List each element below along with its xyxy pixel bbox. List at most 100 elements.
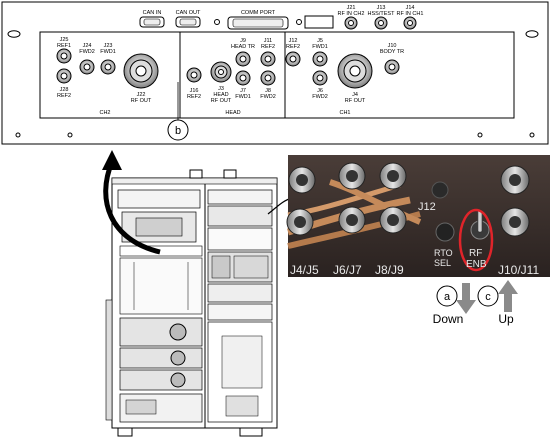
j4-connector	[337, 53, 373, 89]
can-out-label: CAN OUT	[176, 10, 201, 16]
photo-bnc-j4	[288, 166, 316, 194]
j9-label: J9	[240, 38, 246, 44]
photo-bnc-j7	[338, 206, 366, 234]
j23-sub-label: FWD1	[100, 49, 116, 55]
j4-sub-label: RF OUT	[345, 98, 366, 104]
j7-connector	[235, 70, 251, 86]
arrow-up-icon	[498, 280, 518, 312]
j14-label: J14	[406, 5, 415, 11]
j7-sub-label: FWD1	[235, 94, 251, 100]
connector-panel: CAN IN CAN OUT COMM PORT J21 RF IN CH2 J…	[1, 1, 549, 145]
j28-label: J28	[60, 87, 69, 93]
photo-bnc-j10	[500, 165, 530, 195]
photo-label-j10-j11: J10/J11	[498, 263, 539, 277]
rf-panel-photo: J4/J5 J6/J7 J8/J9 J12 RTO SEL RF ENB J10…	[286, 155, 550, 277]
j3-label: J3	[218, 86, 224, 92]
callout-up: c Up	[477, 280, 518, 326]
j25-sub-label: REF1	[57, 43, 71, 49]
j3-sub2-label: RF OUT	[211, 98, 232, 104]
j4-label: J4	[352, 92, 358, 98]
j16-label: J16	[190, 88, 199, 94]
j22-connector	[123, 53, 159, 89]
j24-sub-label: FWD2	[79, 49, 95, 55]
callout-b-circle	[167, 119, 189, 141]
j12-sub-label: REF2	[286, 44, 300, 50]
j6-label: J6	[317, 88, 323, 94]
arrow-down-icon	[456, 283, 476, 314]
j8-label: J8	[265, 88, 271, 94]
j22-sub-label: RF OUT	[131, 98, 152, 104]
section-ch1-label: CH1	[339, 110, 350, 116]
photo-bnc-j11	[500, 207, 530, 237]
j10-sub-label: BODY TR	[380, 49, 404, 55]
comm-port-label: COMM PORT	[241, 10, 276, 16]
photo-label-j12: J12	[418, 201, 436, 213]
j13-label: J13	[377, 5, 386, 11]
j28-sub-label: REF2	[57, 93, 71, 99]
j10-connector	[384, 59, 400, 75]
dsub-connector	[304, 15, 334, 29]
down-label: Down	[433, 312, 464, 326]
j9-connector	[235, 51, 251, 67]
callout-a-circle	[436, 285, 458, 307]
j9-sub-label: HEAD TR	[231, 44, 255, 50]
photo-label-enb: ENB	[466, 259, 487, 270]
photo-label-j6-j7: J6/J7	[333, 263, 362, 277]
j10-label: J10	[388, 43, 397, 49]
j11-sub-label: REF2	[261, 44, 275, 50]
rf-enb-highlight	[458, 208, 494, 272]
cabinet-drawing	[105, 169, 293, 437]
j16-connector	[186, 67, 202, 83]
j5-label: J5	[317, 38, 323, 44]
photo-bnc-j9	[379, 206, 407, 234]
j3-connector	[210, 61, 232, 83]
j12-connector	[285, 51, 301, 67]
callout-c-circle	[477, 285, 499, 307]
callout-c-letter: c	[485, 291, 491, 303]
j25-connector	[56, 48, 72, 64]
j21-connector	[344, 16, 358, 30]
rf-enb-toggle-icon	[470, 209, 490, 240]
photo-bnc-j8	[379, 162, 407, 190]
j5-connector	[312, 51, 328, 67]
photo-label-rf: RF	[469, 248, 482, 259]
j28-connector	[56, 68, 72, 84]
j12-label: J12	[289, 38, 298, 44]
mount-hole	[7, 30, 21, 38]
curved-arrow	[103, 161, 161, 255]
curved-arrow-head	[102, 150, 122, 170]
photo-label-j4-j5: J4/J5	[290, 263, 319, 277]
j21-sub-label: RF IN CH2	[338, 11, 365, 17]
j6-sub-label: FWD2	[312, 94, 328, 100]
j7-label: J7	[240, 88, 246, 94]
j6-connector	[312, 70, 328, 86]
callout-a-letter: a	[444, 291, 451, 303]
mount-hole	[525, 30, 539, 38]
callout-down: a Down	[433, 283, 476, 326]
j8-connector	[260, 70, 276, 86]
j24-label: J24	[83, 43, 92, 49]
photo-label-j8-j9: J8/J9	[375, 263, 404, 277]
j3-sub1-label: HEAD	[213, 92, 228, 98]
j14-connector	[403, 16, 417, 30]
j24-connector	[79, 59, 95, 75]
j16-sub-label: REF2	[187, 94, 201, 100]
photo-bnc-j5	[286, 208, 314, 236]
j21-label: J21	[347, 5, 356, 11]
j23-label: J23	[104, 43, 113, 49]
j25-label: J25	[60, 37, 69, 43]
j13-connector	[374, 16, 388, 30]
callout-b-letter: b	[175, 125, 181, 137]
j23-connector	[100, 59, 116, 75]
j13-sub-label: HSS/TEST	[368, 11, 396, 17]
section-ch2-label: CH2	[99, 110, 110, 116]
j8-sub-label: FWD2	[260, 94, 276, 100]
j5-sub-label: FWD1	[312, 44, 328, 50]
section-head-label: HEAD	[225, 110, 240, 116]
j22-label: J22	[137, 92, 146, 98]
can-in-label: CAN IN	[143, 10, 162, 16]
photo-label-rto: RTO	[434, 248, 453, 258]
j11-label: J11	[264, 38, 272, 44]
photo-label-sel: SEL	[434, 258, 451, 268]
